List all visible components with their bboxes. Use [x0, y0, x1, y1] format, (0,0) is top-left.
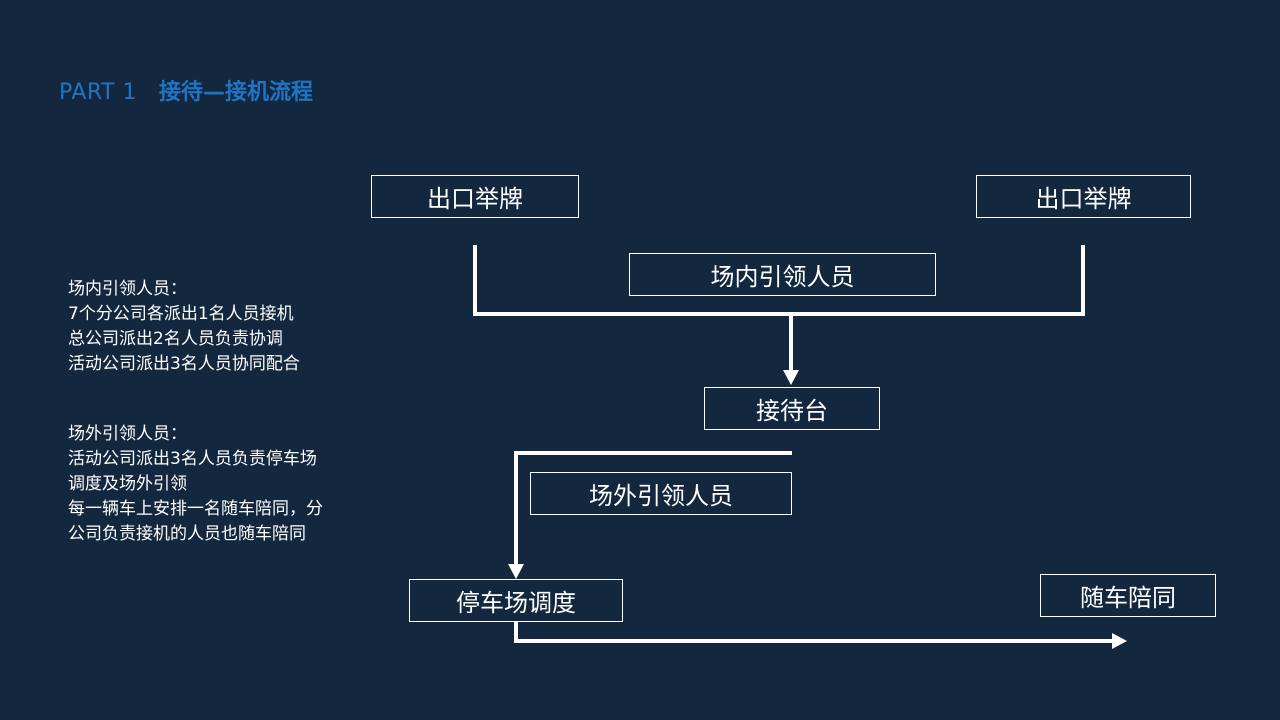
parking-dispatch-label: 停车场调度	[456, 589, 576, 617]
outside-guide-box: 场外引领人员	[530, 472, 792, 515]
parking-dispatch-box: 停车场调度	[409, 579, 623, 622]
exit-sign-right-label: 出口举牌	[1035, 185, 1132, 213]
inside-notes-line: 活动公司派出3名人员协同配合	[68, 354, 300, 374]
collector-line	[473, 245, 1085, 316]
inside-notes-line: 7个分公司各派出1名人员接机	[68, 304, 294, 324]
outside-notes-line: 公司负责接机的人员也随车陪同	[68, 524, 306, 544]
exit-sign-left-label: 出口举牌	[427, 185, 523, 213]
reception-desk-box: 接待台	[704, 387, 880, 430]
ride-along-label: 随车陪同	[1080, 584, 1176, 612]
line-to-parking	[514, 451, 792, 566]
outside-guide-notes: 场外引领人员： 活动公司派出3名人员负责停车场 调度及场外引领 每一辆车上安排一…	[68, 422, 323, 547]
arrowhead-reception	[783, 370, 799, 385]
outside-notes-line: 调度及场外引领	[68, 474, 187, 494]
outside-notes-heading: 场外引领人员：	[68, 424, 187, 444]
arrowhead-ride-along	[1112, 633, 1127, 649]
reception-desk-label: 接待台	[756, 397, 828, 425]
page-header: PART 1 接待—接机流程	[59, 74, 313, 106]
inside-notes-heading: 场内引领人员：	[68, 279, 187, 299]
inside-guide-notes: 场内引领人员： 7个分公司各派出1名人员接机 总公司派出2名人员负责协调 活动公…	[68, 277, 300, 377]
outside-notes-line: 活动公司派出3名人员负责停车场	[68, 449, 317, 469]
exit-sign-left-box: 出口举牌	[371, 175, 579, 218]
outside-guide-label: 场外引领人员	[589, 482, 733, 510]
inside-guide-box: 场内引领人员	[629, 253, 936, 296]
part-label: PART 1	[59, 80, 138, 105]
line-to-ride-along	[514, 622, 1114, 643]
page-title: 接待—接机流程	[159, 80, 314, 105]
ride-along-box: 随车陪同	[1040, 574, 1216, 617]
outside-notes-line: 每一辆车上安排一名随车陪同，分	[68, 499, 323, 519]
inside-guide-label: 场内引领人员	[710, 263, 855, 291]
arrowhead-parking	[508, 564, 524, 579]
exit-sign-right-box: 出口举牌	[976, 175, 1191, 218]
inside-notes-line: 总公司派出2名人员负责协调	[68, 329, 283, 349]
